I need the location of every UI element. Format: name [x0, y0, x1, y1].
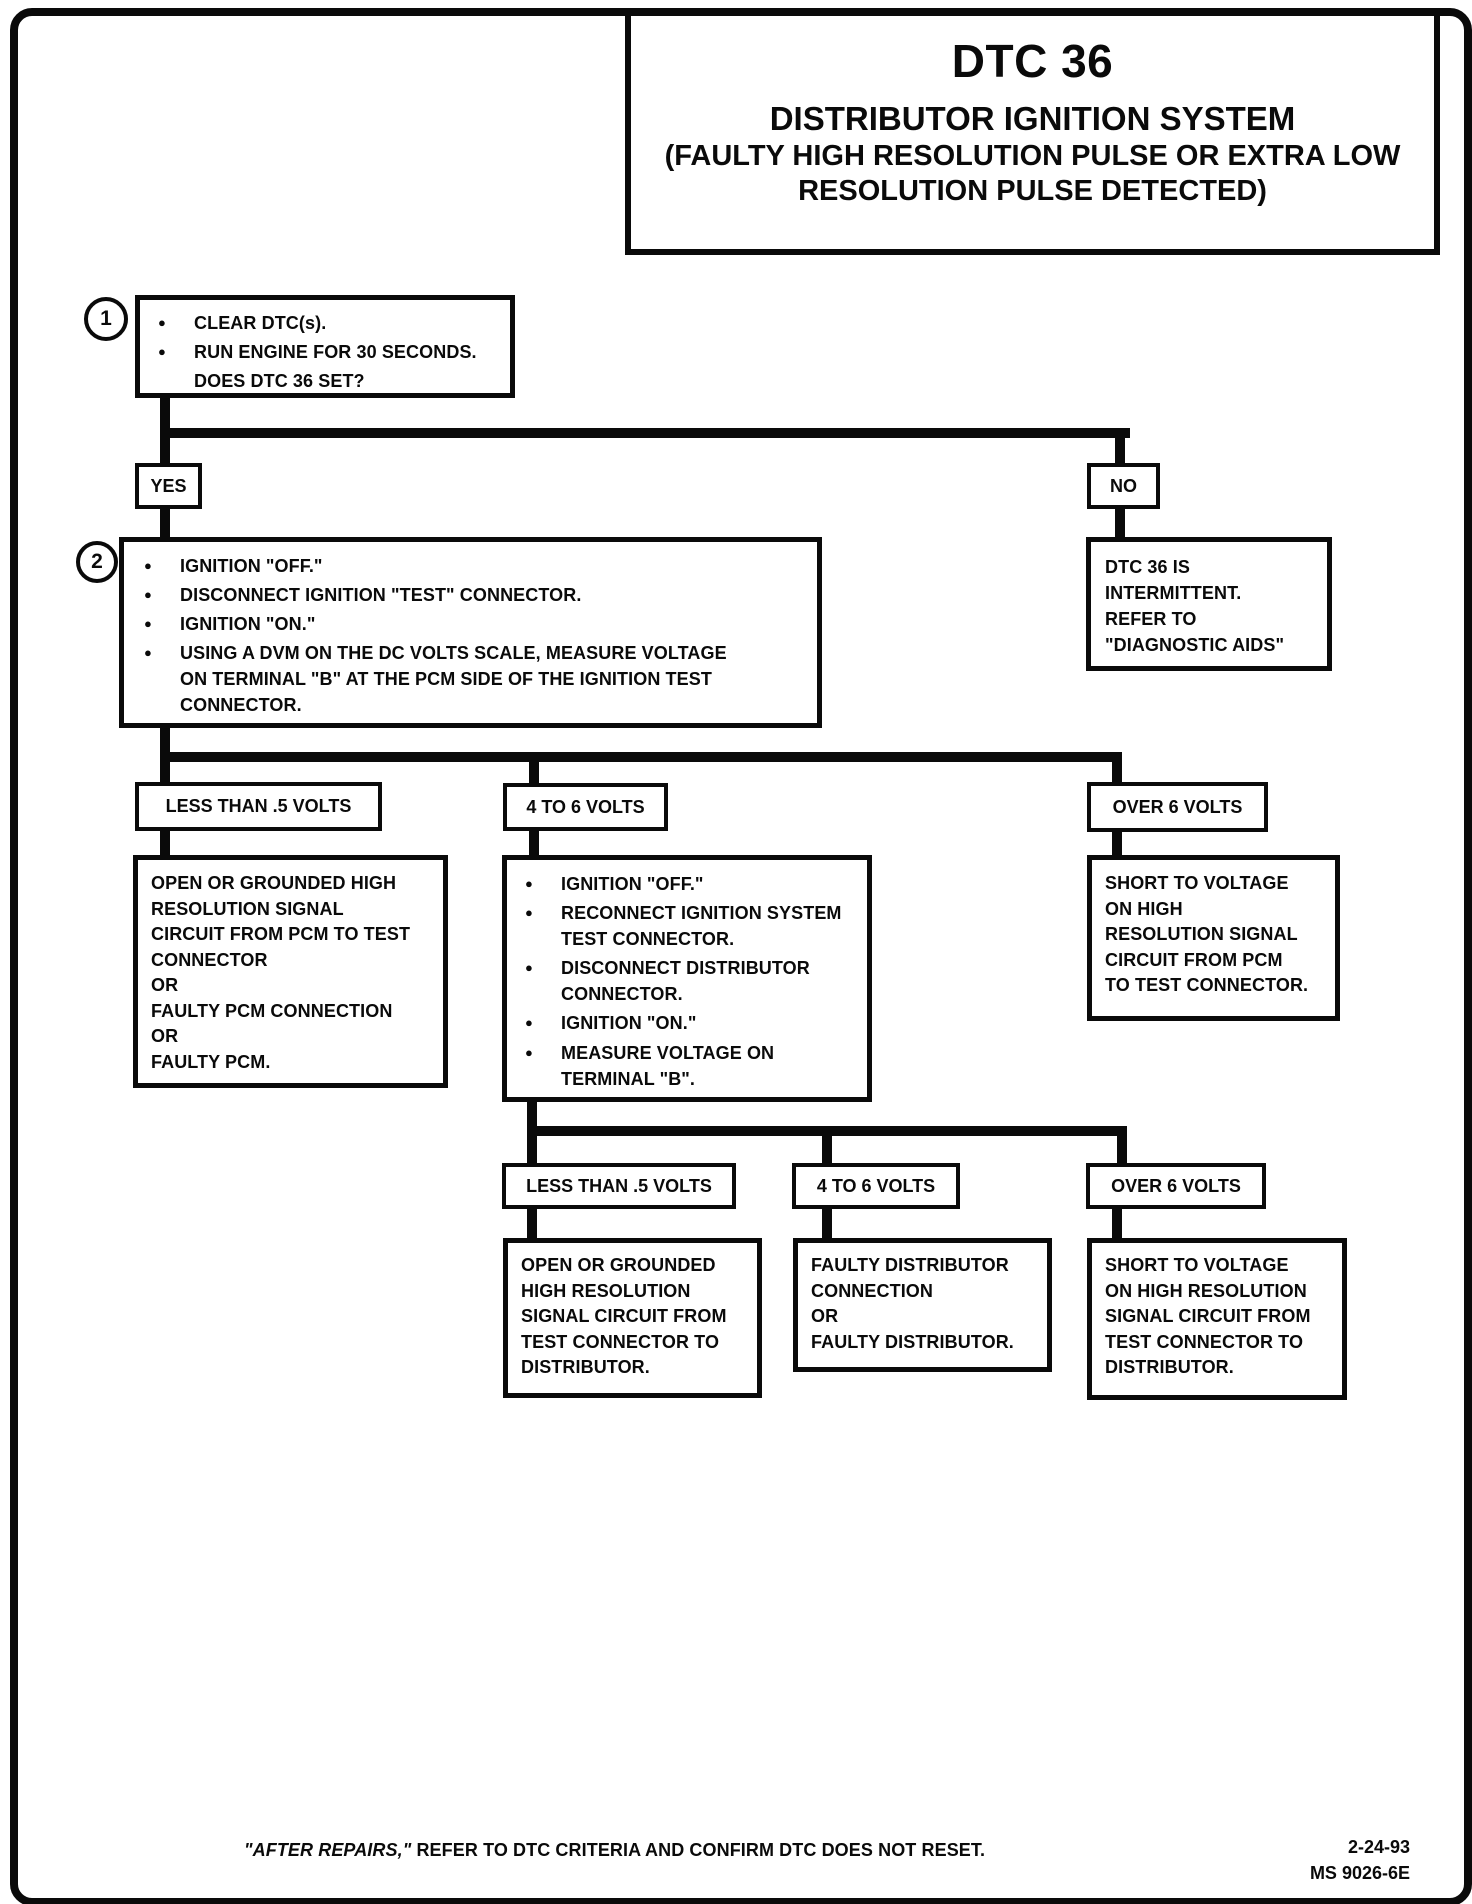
step2-number-circle: 2	[76, 541, 118, 583]
no-branch-label: NO	[1087, 463, 1160, 509]
connector-line	[160, 428, 1130, 438]
no-result-box: DTC 36 IS INTERMITTENT. REFER TO "DIAGNO…	[1086, 537, 1332, 671]
tier1-action-bullet-item: RECONNECT IGNITION SYSTEM TEST CONNECTOR…	[517, 900, 857, 952]
footer-revision-block: 2-24-93 MS 9026-6E	[1310, 1834, 1410, 1886]
step1-question: DOES DTC 36 SET?	[194, 371, 365, 392]
tier1-label-4-to-6-volts: 4 TO 6 VOLTS	[503, 783, 668, 831]
step2-box: IGNITION "OFF." DISCONNECT IGNITION "TES…	[119, 537, 822, 728]
system-title: DISTRIBUTOR IGNITION SYSTEM	[769, 100, 1296, 137]
tier1-action-bullet-item: IGNITION "OFF."	[517, 871, 857, 897]
after-repairs-text: REFER TO DTC CRITERIA AND CONFIRM DTC DO…	[411, 1840, 986, 1860]
step2-bullet-item: IGNITION "OFF."	[136, 553, 805, 579]
connector-line	[527, 1207, 537, 1238]
step1-number-circle: 1	[84, 297, 128, 341]
tier1-result-short-to-voltage-pcm-box: SHORT TO VOLTAGE ON HIGH RESOLUTION SIGN…	[1087, 855, 1340, 1021]
step2-bullet-item: IGNITION "ON."	[136, 611, 805, 637]
footer-date: 2-24-93	[1347, 1837, 1410, 1857]
tier1-action-bullet-item: MEASURE VOLTAGE ON TERMINAL "B".	[517, 1040, 857, 1092]
step1-bullet-item: RUN ENGINE FOR 30 SECONDS.	[150, 339, 500, 365]
connector-line	[822, 1207, 832, 1238]
connector-line	[160, 829, 170, 857]
tier2-label-less-than-half-volt: LESS THAN .5 VOLTS	[502, 1163, 736, 1209]
tier1-result-open-grounded-pcm-box: OPEN OR GROUNDED HIGH RESOLUTION SIGNAL …	[133, 855, 448, 1088]
condition-subtitle: (FAULTY HIGH RESOLUTION PULSE OR EXTRA L…	[664, 140, 1401, 208]
connector-line	[1117, 1126, 1127, 1163]
step1-bullet-item: CLEAR DTC(s).	[150, 310, 500, 336]
tier2-result-short-to-voltage-distributor-box: SHORT TO VOLTAGE ON HIGH RESOLUTION SIGN…	[1087, 1238, 1347, 1400]
connector-line	[1115, 507, 1125, 539]
connector-line	[1112, 1207, 1122, 1238]
connector-line	[1115, 428, 1125, 463]
tier1-action-box: IGNITION "OFF." RECONNECT IGNITION SYSTE…	[502, 855, 872, 1102]
step2-bullet-item: USING A DVM ON THE DC VOLTS SCALE, MEASU…	[136, 640, 805, 718]
connector-line	[822, 1126, 832, 1163]
tier1-label-over-6-volts: OVER 6 VOLTS	[1087, 782, 1268, 832]
footer-doc-number: MS 9026-6E	[1309, 1863, 1410, 1884]
step2-bullet-item: DISCONNECT IGNITION "TEST" CONNECTOR.	[136, 582, 805, 608]
after-repairs-note: "AFTER REPAIRS," REFER TO DTC CRITERIA A…	[244, 1840, 985, 1861]
tier2-result-faulty-distributor-box: FAULTY DISTRIBUTOR CONNECTION OR FAULTY …	[793, 1238, 1052, 1372]
tier2-label-over-6-volts: OVER 6 VOLTS	[1086, 1163, 1266, 1209]
connector-line	[529, 752, 539, 783]
connector-line	[160, 752, 1122, 762]
tier1-label-less-than-half-volt: LESS THAN .5 VOLTS	[135, 782, 382, 831]
tier2-label-4-to-6-volts: 4 TO 6 VOLTS	[792, 1163, 960, 1209]
title-box: DTC 36 DISTRIBUTOR IGNITION SYSTEM (FAUL…	[625, 10, 1440, 255]
step1-box: CLEAR DTC(s). RUN ENGINE FOR 30 SECONDS.…	[135, 295, 515, 398]
connector-line	[1112, 752, 1122, 783]
after-repairs-emphasis: "AFTER REPAIRS,"	[244, 1840, 412, 1860]
tier1-action-bullet-item: IGNITION "ON."	[517, 1010, 857, 1036]
step2-number: 2	[91, 550, 103, 573]
step1-number: 1	[100, 307, 112, 330]
yes-branch-label: YES	[135, 463, 202, 509]
connector-line	[160, 507, 170, 539]
tier1-action-bullet-item: DISCONNECT DISTRIBUTOR CONNECTOR.	[517, 955, 857, 1007]
connector-line	[529, 829, 539, 857]
connector-line	[1112, 830, 1122, 857]
tier2-result-open-grounded-distributor-box: OPEN OR GROUNDED HIGH RESOLUTION SIGNAL …	[503, 1238, 762, 1398]
dtc-code-title: DTC 36	[951, 35, 1114, 87]
